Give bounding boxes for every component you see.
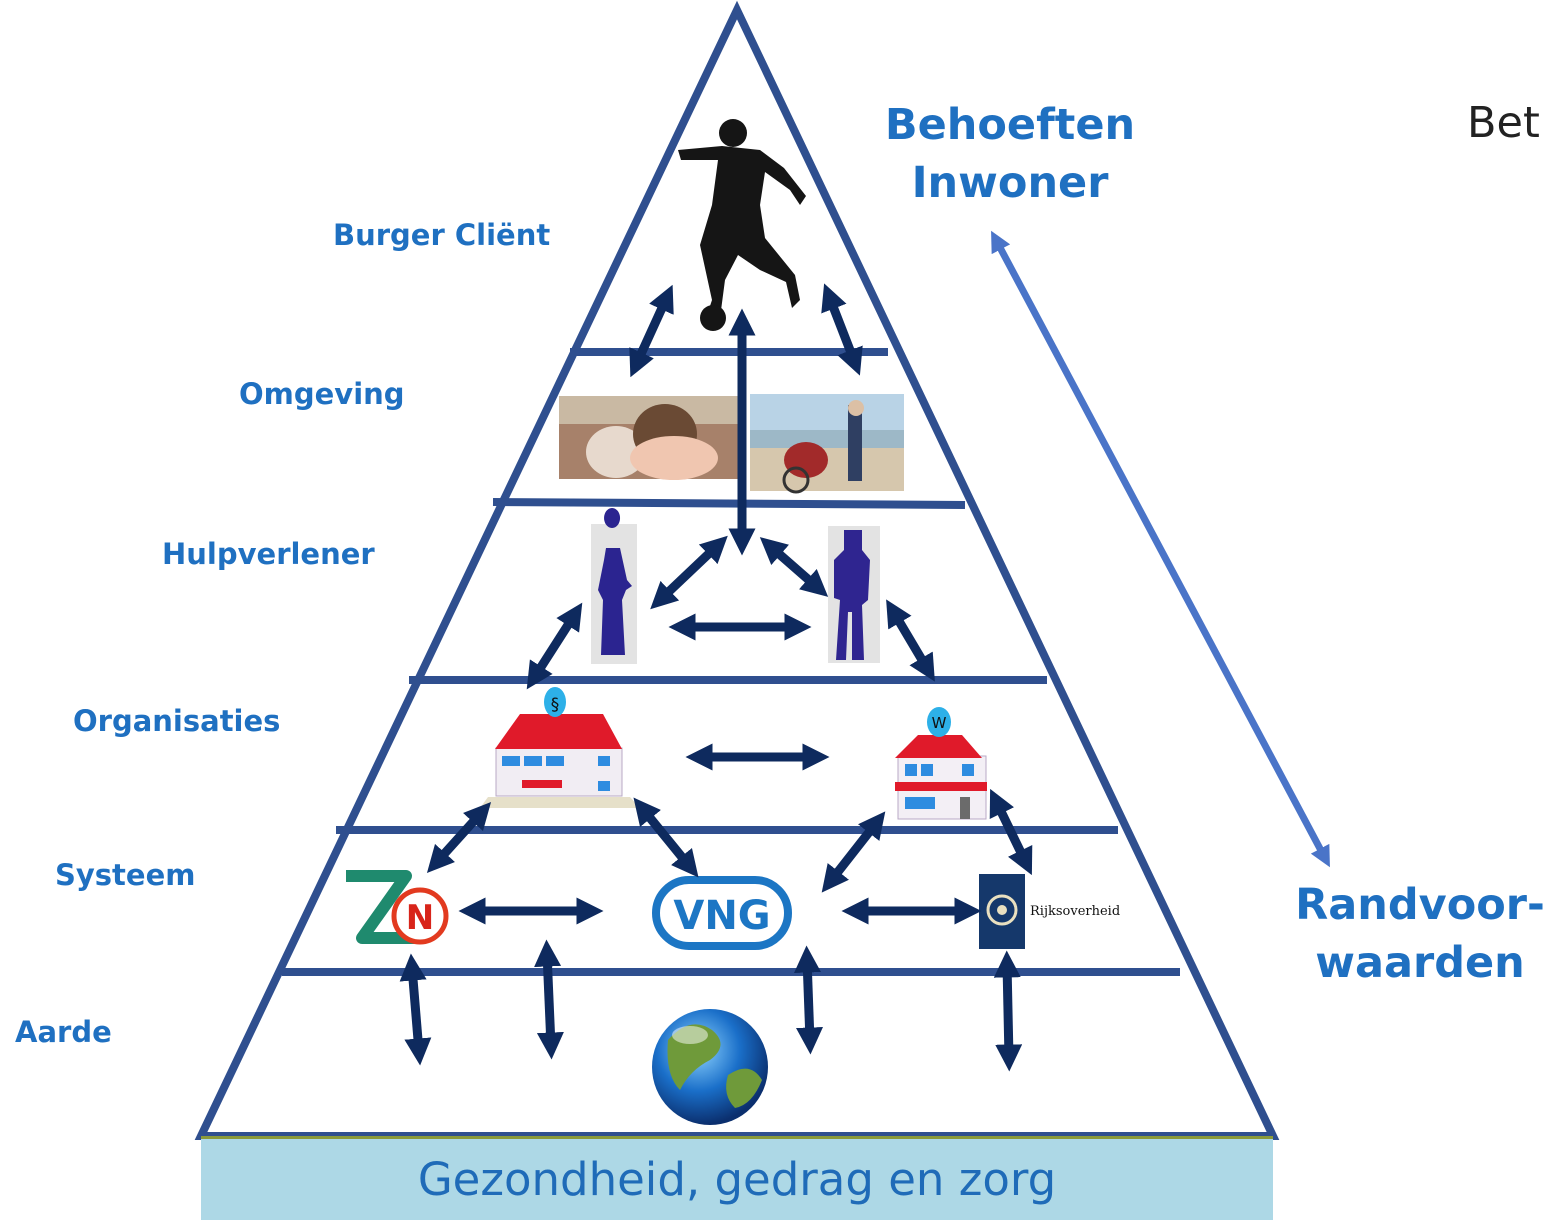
level-label-omgeving: Omgeving [239, 377, 405, 411]
level-label-organisaties: Organisaties [73, 704, 281, 738]
base-label: Gezondheid, gedrag en zorg [417, 1153, 1057, 1206]
level-label-burger-client: Burger Cliënt [333, 218, 551, 252]
vng-logo: VNG [652, 876, 792, 950]
level-label-systeem: Systeem [55, 858, 196, 892]
vng-logo-text: VNG [673, 893, 770, 939]
svg-text:§: § [551, 695, 560, 715]
bottom-side-label: Randvoor- waarden [1295, 876, 1545, 992]
rijksoverheid-logo: Rijksoverheid [979, 874, 1120, 949]
zn-logo-letter: N [406, 898, 434, 938]
rijksoverheid-logo-text: Rijksoverheid [1030, 904, 1120, 919]
pyramid-base-bar: Gezondheid, gedrag en zorg [201, 1136, 1273, 1220]
side-double-arrow [991, 230, 1330, 868]
globe-icon [652, 1009, 768, 1125]
level-label-hulpverlener: Hulpverlener [162, 537, 375, 571]
org-badge-letter: W [932, 714, 947, 732]
female-helper-icon [591, 508, 637, 664]
top-side-line2: Inwoner [911, 158, 1109, 208]
zn-logo: N [346, 870, 449, 945]
bottom-side-line2: waarden [1315, 938, 1525, 988]
level-label-aarde: Aarde [15, 1015, 112, 1049]
divider-2 [492, 498, 966, 509]
top-side-line1: Behoeften [884, 100, 1136, 150]
welfare-building-icon: W [895, 707, 987, 820]
hospital-building-icon: § [480, 687, 640, 808]
bottom-side-line1: Randvoor- [1295, 880, 1545, 930]
connector-arrows [399, 283, 1033, 1072]
omgeving-photos [559, 394, 904, 494]
top-side-label: Behoeften Inwoner [880, 96, 1140, 212]
male-helper-icon [828, 526, 880, 663]
soccer-player-icon [678, 119, 806, 331]
cropped-text: Bet [1467, 98, 1540, 148]
